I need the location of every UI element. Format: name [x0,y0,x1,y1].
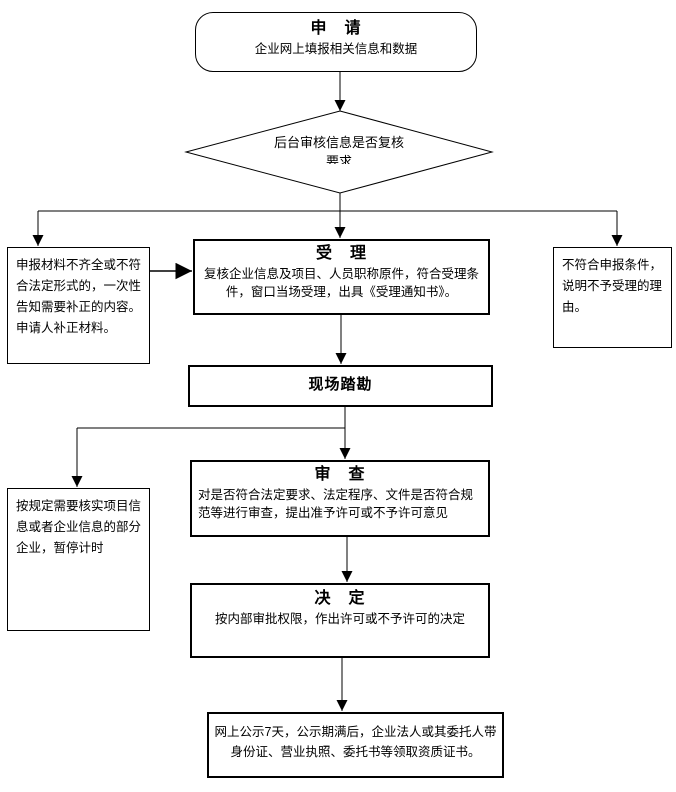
node-review: 审 查 对是否符合法定要求、法定程序、文件是否符合规范等进行审查，提出准予许可或… [190,460,490,537]
node-verify-pause: 按规定需要核实项目信息或者企业信息的部分企业，暂停计时 [7,488,150,631]
decision-line1: 后台审核信息是否复核 [273,135,404,150]
node-site-survey-title: 现场踏勘 [308,376,373,393]
node-publicity-text: 网上公示7天，公示期满后，企业法人或其委托人带身份证、营业执照、委托书等领取资质… [214,725,497,759]
node-decide: 决 定 按内部审批权限，作出许可或不予许可的决定 [190,583,490,658]
node-site-survey: 现场踏勘 [188,365,493,407]
node-verify-pause-text: 按规定需要核实项目信息或者企业信息的部分企业，暂停计时 [16,499,142,555]
decision-line2: 要求 [325,154,352,164]
node-apply-title: 申 请 [310,20,362,37]
node-apply: 申 请 企业网上填报相关信息和数据 [195,12,477,72]
node-accept-title: 受 理 [315,245,367,262]
node-decision-text: 后台审核信息是否复核 要求 [239,133,439,164]
node-decide-desc: 按内部审批权限，作出许可或不予许可的决定 [214,612,465,626]
node-decide-title: 决 定 [314,590,366,607]
node-apply-desc: 企业网上填报相关信息和数据 [254,42,418,56]
node-reject: 不符合申报条件，说明不予受理的理由。 [553,247,672,348]
node-publicity: 网上公示7天，公示期满后，企业法人或其委托人带身份证、营业执照、委托书等领取资质… [207,712,504,778]
node-accept: 受 理 复核企业信息及项目、人员职称原件，符合受理条件，窗口当场受理，出具《受理… [193,239,490,315]
node-review-desc: 对是否符合法定要求、法定程序、文件是否符合规范等进行审查，提出准予许可或不予许可… [198,488,474,520]
node-supplement-text: 申报材料不齐全或不符合法定形式的，一次性告知需要补正的内容。申请人补正材料。 [16,258,142,335]
node-supplement: 申报材料不齐全或不符合法定形式的，一次性告知需要补正的内容。申请人补正材料。 [7,247,150,364]
node-reject-text: 不符合申报条件，说明不予受理的理由。 [562,258,663,314]
node-accept-desc: 复核企业信息及项目、人员职称原件，符合受理条件，窗口当场受理，出具《受理通知书》… [203,267,479,299]
node-review-title: 审 查 [314,466,366,483]
